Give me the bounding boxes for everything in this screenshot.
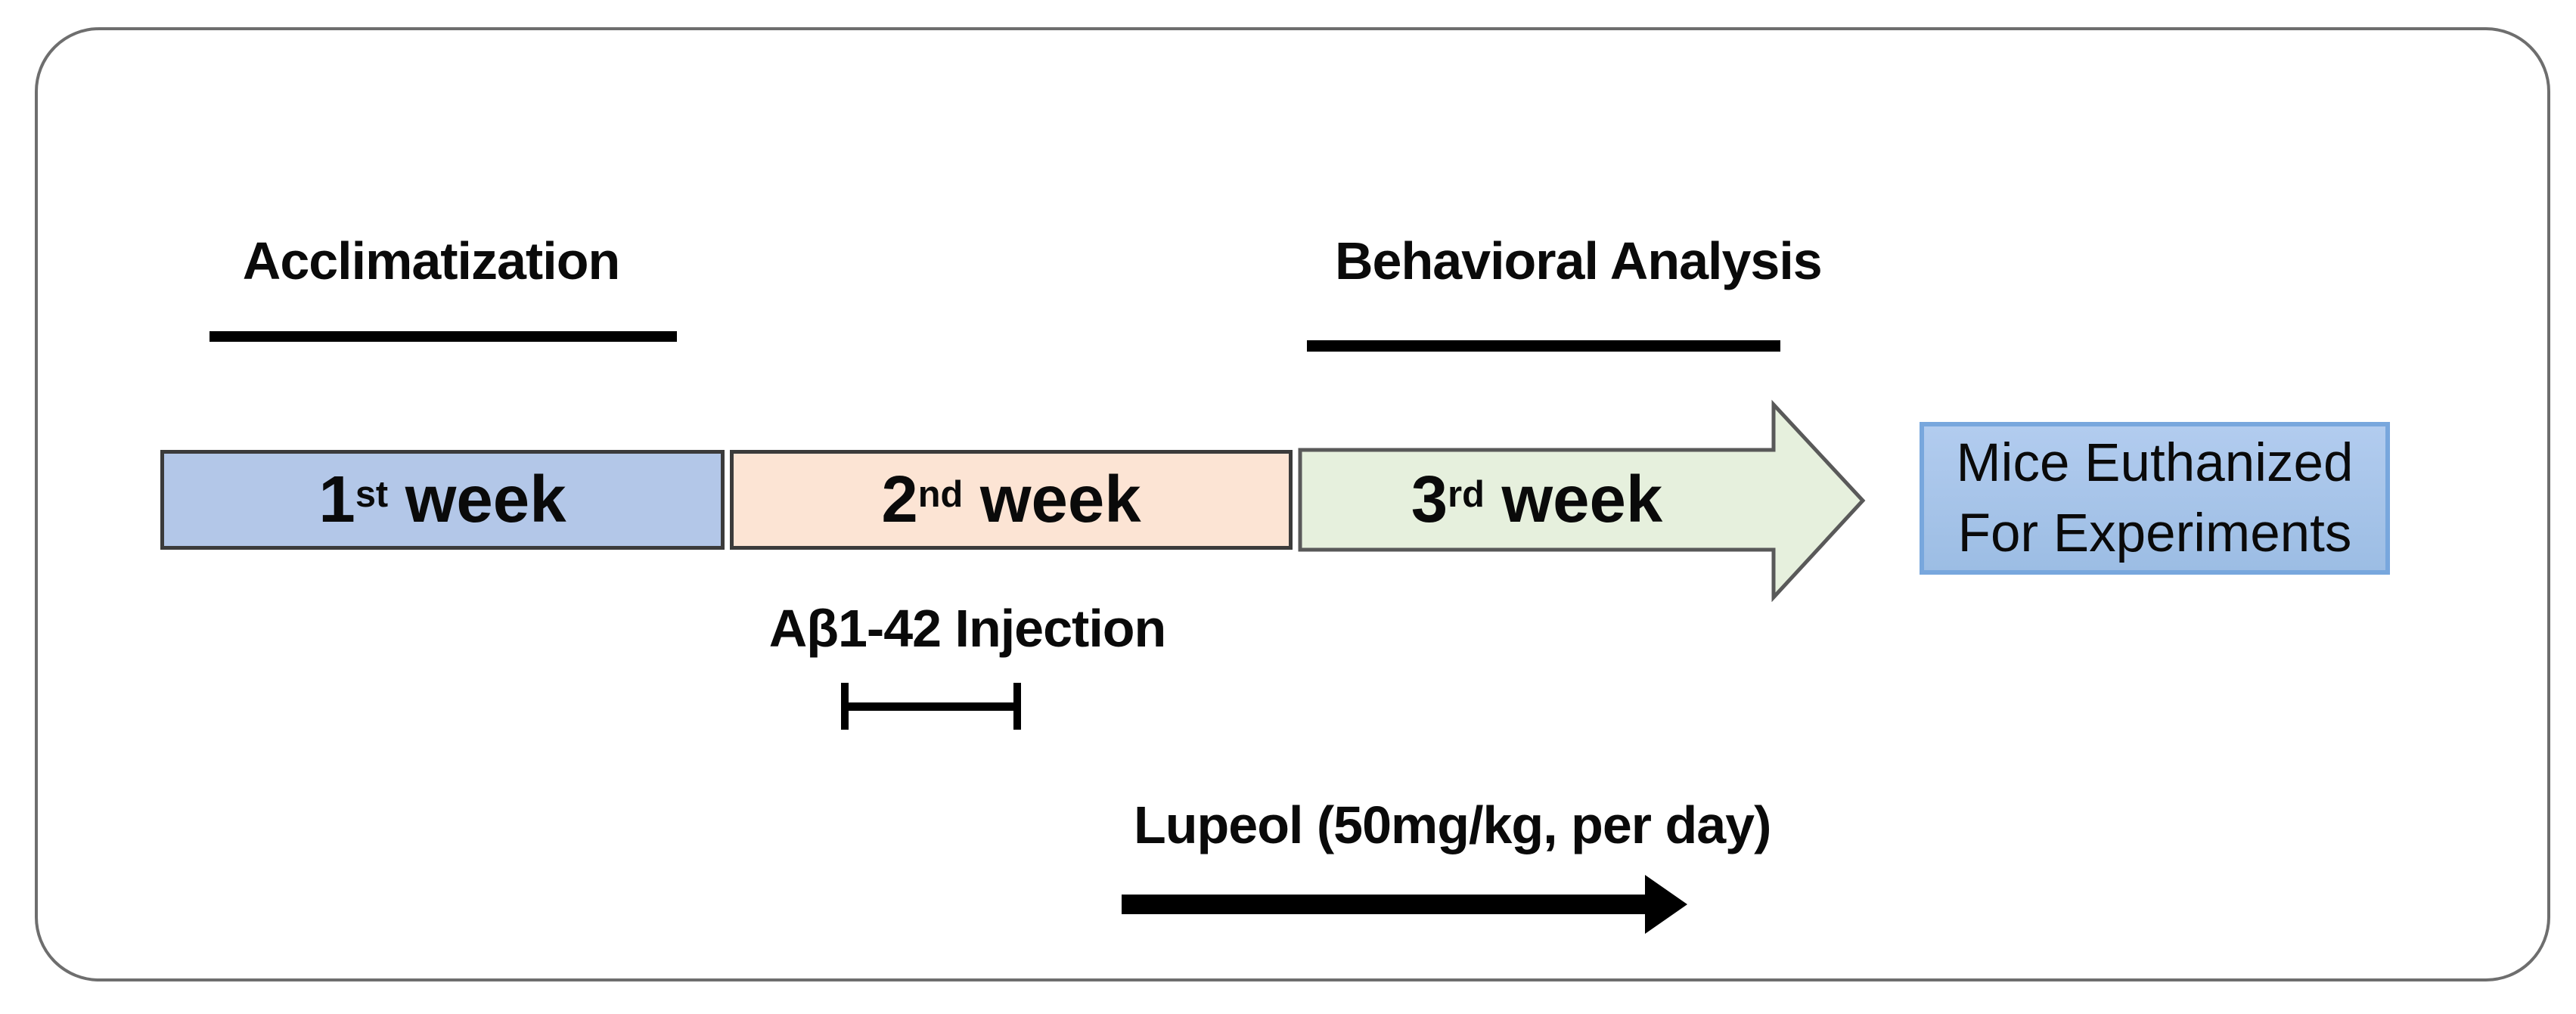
injection-bracket-right-tick	[1013, 683, 1021, 730]
week3-arrow	[1298, 399, 1866, 602]
lupeol-arrow-shape	[1122, 875, 1687, 934]
euthanized-box: Mice Euthanized For Experiments	[1920, 422, 2390, 575]
acclimatization-label: Acclimatization	[242, 231, 620, 290]
injection-label: Aβ1-42 Injection	[768, 599, 1167, 658]
lupeol-arrow	[1122, 875, 1687, 934]
injection-bracket-bar	[843, 702, 1017, 711]
euthanized-line2: For Experiments	[1957, 504, 2352, 563]
lupeol-label: Lupeol (50mg/kg, per day)	[1134, 795, 1771, 854]
acclimatization-underline	[209, 331, 677, 342]
euthanized-line1: Mice Euthanized	[1956, 433, 2354, 493]
week3-arrow-shape	[1298, 399, 1866, 602]
behavioral-analysis-label: Behavioral Analysis	[1335, 231, 1823, 290]
behavioral-analysis-underline	[1307, 340, 1780, 352]
